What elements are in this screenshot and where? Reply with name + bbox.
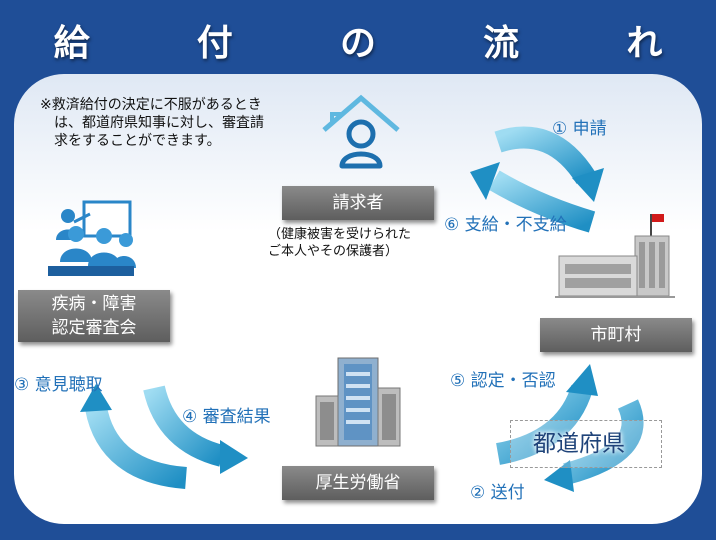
- title-char: 付: [196, 23, 233, 64]
- claimant-box: 請求者: [282, 186, 434, 220]
- house-person-icon: [322, 94, 400, 169]
- prefecture-frame: [510, 420, 662, 468]
- step-4-label: ④ 審査結果: [182, 407, 271, 427]
- step-6-label: ⑥ 支給・不支給: [444, 215, 567, 235]
- municipality-box: 市町村: [540, 318, 692, 352]
- page-title: 給 付 の 流 れ: [0, 14, 716, 66]
- title-char: 給: [53, 23, 90, 64]
- arrow-apply: [494, 126, 604, 202]
- step-3-label: ③ 意見聴取: [14, 375, 103, 395]
- arrow-certify: [495, 364, 598, 465]
- council-box: 疾病・障害 認定審査会: [18, 290, 170, 342]
- arrow-review: [143, 385, 248, 474]
- office-building-icon: [315, 357, 401, 447]
- step-5-label: ⑤ 認定・否認: [450, 371, 556, 391]
- claimant-description: （健康被害を受けられた ご本人やその保護者）: [268, 227, 412, 259]
- appeal-note: ※救済給付の決定に不服があるときは、都道府県知事に対し、審査請求をすることができ…: [40, 97, 264, 149]
- title-char: れ: [626, 23, 663, 64]
- arrow-send: [544, 399, 644, 492]
- mhlw-box: 厚生労働省: [282, 466, 434, 500]
- step-1-label: ① 申請: [552, 119, 607, 139]
- arrow-hearing: [80, 384, 188, 489]
- prefecture-label: 都道府県: [533, 431, 625, 457]
- title-char: の: [339, 23, 376, 64]
- arrow-payment: [470, 162, 596, 233]
- city-hall-icon: [555, 214, 675, 298]
- meeting-icon: [48, 200, 136, 276]
- title-char: 流: [483, 23, 520, 64]
- step-2-label: ② 送付: [470, 483, 525, 503]
